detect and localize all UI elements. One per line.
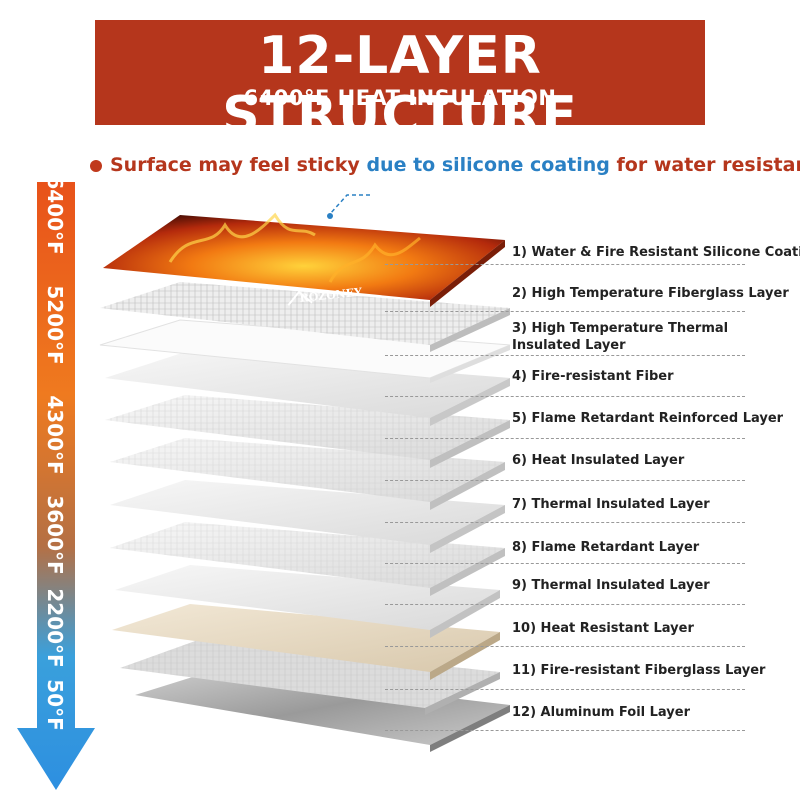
layer-1-sheet: ROZONEY [103, 212, 505, 307]
layer-4-label: 4) Fire-resistant Fiber [512, 369, 674, 384]
layer-5-sheet [105, 395, 510, 468]
banner-subtitle: 6400°F HEAT INSULATION [243, 86, 557, 110]
layer-9-rule [385, 604, 745, 605]
layer-1-label: 1) Water & Fire Resistant Silicone Coati… [512, 245, 800, 260]
layer-7-label: 7) Thermal Insulated Layer [512, 497, 710, 512]
layer-4-sheet [105, 352, 510, 426]
layer-8-rule [385, 563, 745, 564]
layer-6-label: 6) Heat Insulated Layer [512, 453, 685, 468]
layer-7-rule [385, 522, 745, 523]
layer-6-rule [385, 480, 745, 481]
note-part-1: Surface may feel sticky [110, 154, 360, 176]
brand-logo-icon [287, 290, 313, 306]
layer-10-label: 10) Heat Resistant Layer [512, 621, 694, 636]
layer-11-label: 11) Fire-resistant Fiberglass Layer [512, 663, 766, 678]
layer-11-rule [385, 689, 745, 690]
layer-12-rule [385, 730, 745, 731]
title-banner: 12-LAYER STRUCTURE 6400°F HEAT INSULATIO… [95, 20, 705, 146]
callout-dot [327, 213, 333, 219]
layer-12-label: 12) Aluminum Foil Layer [512, 705, 690, 720]
callout-line [329, 194, 370, 215]
layer-2-rule [385, 311, 745, 312]
layer-3-sheet [99, 319, 511, 383]
layer-11-sheet [120, 640, 500, 715]
layer-3-rule [385, 355, 745, 356]
layer-3-label: 3) High Temperature Thermal Insulated La… [512, 321, 729, 353]
banner-title: 12-LAYER STRUCTURE [222, 26, 578, 146]
layer-2-label: 2) High Temperature Fiberglass Layer [512, 286, 789, 301]
surface-note: Surface may feel sticky due to silicone … [90, 154, 800, 176]
layer-1-rule [385, 264, 745, 265]
layer-6-sheet [110, 438, 505, 510]
layer-2-sheet [100, 282, 510, 352]
layer-8-sheet [110, 522, 505, 596]
layer-12-sheet [135, 670, 510, 752]
layer-5-label: 5) Flame Retardant Reinforced Layer [512, 411, 784, 426]
bullet-dot-icon [90, 159, 102, 172]
layer-10-rule [385, 646, 745, 647]
note-part-2: due to silicone coating [366, 154, 610, 176]
gradient-arrow-shape [17, 182, 95, 790]
layer-8-label: 8) Flame Retardant Layer [512, 540, 700, 555]
note-part-3: for water resistance. [616, 154, 800, 176]
layer-9-label: 9) Thermal Insulated Layer [512, 578, 710, 593]
layer-9-sheet [115, 565, 500, 638]
layer-7-sheet [110, 480, 505, 553]
layer-10-sheet [112, 604, 500, 680]
layer-4-rule [385, 396, 745, 397]
layer-5-rule [385, 438, 745, 439]
